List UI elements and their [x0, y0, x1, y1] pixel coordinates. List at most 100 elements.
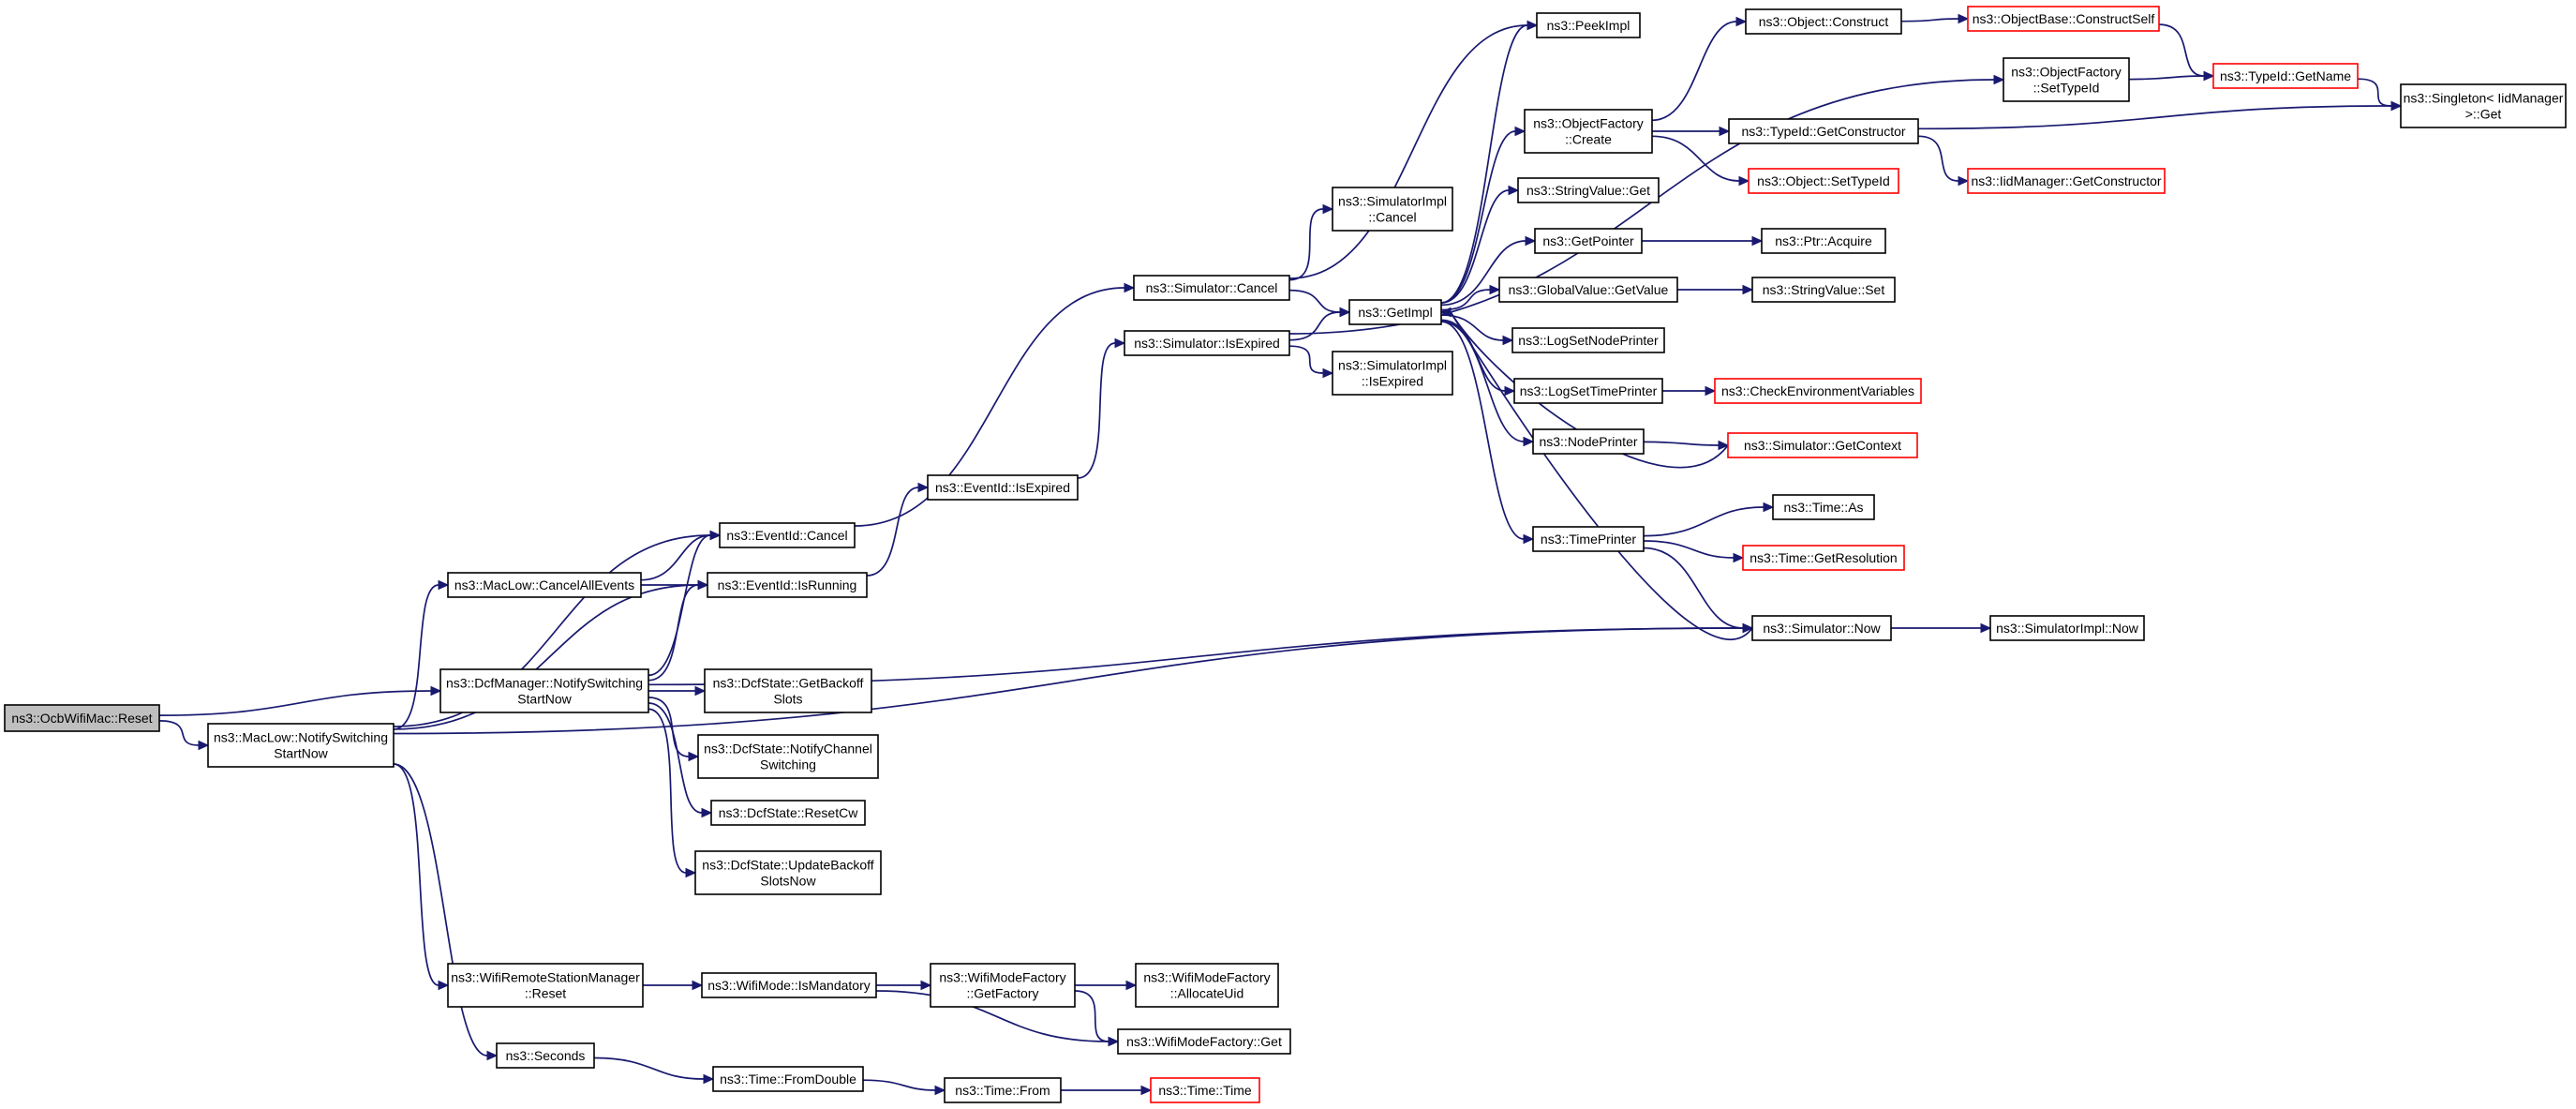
node-eidRunning[interactable]: ns3::EventId::IsRunning	[707, 572, 868, 598]
node-typeIdGetCtor[interactable]: ns3::TypeId::GetConstructor	[1728, 118, 1919, 144]
node-wmfGetFactory[interactable]: ns3::WifiModeFactory::GetFactory	[930, 963, 1076, 1008]
edge-simIsExpired-to-getImpl	[1288, 307, 1351, 341]
node-fromDouble[interactable]: ns3::Time::FromDouble	[712, 1066, 864, 1092]
node-stringValueSet[interactable]: ns3::StringValue::Set	[1751, 277, 1896, 303]
arrowhead	[920, 980, 932, 991]
node-cancelAll[interactable]: ns3::MacLow::CancelAllEvents	[447, 572, 642, 598]
node-eidExpired[interactable]: ns3::EventId::IsExpired	[927, 474, 1079, 501]
node-seconds[interactable]: ns3::Seconds	[496, 1042, 595, 1069]
node-label: ns3::DcfState::ResetCw	[719, 805, 859, 820]
node-ofCreate[interactable]: ns3::ObjectFactory::Create	[1524, 109, 1653, 154]
node-label: ns3::SimulatorImpl	[1338, 194, 1447, 209]
node-ofSetTypeId[interactable]: ns3::ObjectFactory::SetTypeId	[2003, 57, 2130, 102]
arrowhead	[1525, 235, 1537, 247]
edge-eidRunning-to-eidExpired	[866, 482, 930, 577]
node-root[interactable]: ns3::OcbWifiMac::Reset	[4, 704, 160, 732]
node-box	[447, 963, 644, 1008]
node-nodePrinter[interactable]: ns3::NodePrinter	[1532, 428, 1645, 455]
node-timeFrom[interactable]: ns3::Time::From	[944, 1077, 1062, 1103]
node-box	[701, 972, 877, 998]
arrowhead	[1738, 175, 1750, 187]
node-label: ns3::TypeId::GetConstructor	[1741, 124, 1905, 139]
node-wmfAlloc[interactable]: ns3::WifiModeFactory::AllocateUid	[1135, 963, 1279, 1008]
node-logSetNode[interactable]: ns3::LogSetNodePrinter	[1511, 327, 1665, 353]
node-box	[1124, 330, 1290, 356]
node-objSetTypeId[interactable]: ns3::Object::SetTypeId	[1748, 168, 1899, 194]
node-globalValueGet[interactable]: ns3::GlobalValue::GetValue	[1498, 277, 1678, 303]
edge-ofCreate-to-objSetTypeId	[1651, 135, 1750, 187]
edge-dcfNotify-to-eidRunning	[648, 579, 709, 682]
arrowhead	[438, 579, 450, 591]
node-wmfGet[interactable]: ns3::WifiModeFactory::Get	[1117, 1028, 1291, 1055]
node-box	[2003, 57, 2130, 102]
node-checkEnv[interactable]: ns3::CheckEnvironmentVariables	[1714, 378, 1922, 404]
node-timeGetRes[interactable]: ns3::Time::GetResolution	[1742, 545, 1905, 571]
node-simImplCancel[interactable]: ns3::SimulatorImpl::Cancel	[1332, 187, 1453, 232]
edge-dcfNotify-to-notifyChan	[648, 697, 700, 762]
node-resetCw[interactable]: ns3::DcfState::ResetCw	[710, 800, 866, 826]
node-box	[207, 723, 395, 768]
edge-seconds-to-fromDouble	[593, 1057, 715, 1085]
node-stringValueGet[interactable]: ns3::StringValue::Get	[1517, 177, 1660, 203]
node-label: ns3::MacLow::NotifySwitching	[214, 730, 388, 745]
node-label: ns3::ObjectFactory	[1533, 116, 1644, 131]
node-box	[927, 474, 1079, 501]
node-box	[944, 1077, 1062, 1103]
edge-globalValueGet-to-stringValueSet	[1677, 284, 1754, 295]
node-simCancel[interactable]: ns3::Simulator::Cancel	[1133, 275, 1290, 301]
node-simGetContext[interactable]: ns3::Simulator::GetContext	[1727, 432, 1918, 458]
node-isMandatory[interactable]: ns3::WifiMode::IsMandatory	[701, 972, 877, 998]
arrowhead	[701, 807, 713, 818]
node-label: ns3::Simulator::IsExpired	[1134, 336, 1280, 351]
node-getImpl[interactable]: ns3::GetImpl	[1348, 299, 1442, 325]
arrowhead	[1742, 622, 1754, 634]
node-simIsExpired[interactable]: ns3::Simulator::IsExpired	[1124, 330, 1290, 356]
node-ptrAcquire[interactable]: ns3::Ptr::Acquire	[1761, 228, 1886, 254]
edge-root-to-macNotify	[158, 720, 210, 751]
node-objBaseConstructSelf[interactable]: ns3::ObjectBase::ConstructSelf	[1967, 6, 2160, 32]
edge-timeFrom-to-timeTime	[1061, 1085, 1153, 1096]
arrowhead	[688, 751, 700, 762]
node-simImplIsExpired[interactable]: ns3::SimulatorImpl::IsExpired	[1332, 351, 1453, 396]
node-box	[1332, 351, 1453, 396]
node-simImplNow[interactable]: ns3::SimulatorImpl::Now	[1989, 615, 2145, 641]
node-box	[1133, 275, 1290, 301]
edge-macNotify-to-seconds	[393, 763, 499, 1061]
node-getPointer[interactable]: ns3::GetPointer	[1534, 228, 1643, 254]
arrowhead	[1705, 385, 1717, 397]
arrowhead	[1719, 126, 1731, 137]
node-timeTime[interactable]: ns3::Time::Time	[1150, 1077, 1260, 1103]
node-timeAs[interactable]: ns3::Time::As	[1772, 494, 1875, 520]
node-logSetTime[interactable]: ns3::LogSetTimePrinter	[1513, 378, 1663, 404]
edge-nodePrinter-to-simGetContext	[1643, 440, 1730, 451]
node-timePrinter[interactable]: ns3::TimePrinter	[1532, 526, 1645, 552]
node-label: ::Reset	[525, 986, 566, 1001]
node-objConstruct[interactable]: ns3::Object::Construct	[1745, 8, 1902, 35]
edge-getImpl-to-getPointer	[1440, 235, 1537, 307]
arrowhead	[1508, 185, 1520, 196]
node-label: ns3::SimulatorImpl::Now	[1996, 621, 2139, 636]
arrowhead	[1114, 337, 1126, 349]
node-eidCancel[interactable]: ns3::EventId::Cancel	[719, 522, 856, 548]
node-label: ns3::DcfManager::NotifySwitching	[446, 676, 643, 691]
arrowhead	[1322, 367, 1334, 379]
node-label: ns3::Singleton< IidManager	[2404, 91, 2564, 106]
node-simNow[interactable]: ns3::Simulator::Now	[1751, 615, 1892, 641]
arrowhead	[692, 980, 704, 991]
node-typeIdGetName[interactable]: ns3::TypeId::GetName	[2212, 63, 2359, 89]
node-wrsmReset[interactable]: ns3::WifiRemoteStationManager::Reset	[447, 963, 644, 1008]
node-box	[1524, 109, 1653, 154]
arrowhead	[1718, 440, 1730, 451]
node-singletonGet[interactable]: ns3::Singleton< IidManager>::Get	[2400, 83, 2567, 128]
node-box	[707, 572, 868, 598]
node-peekImpl[interactable]: ns3::PeekImpl	[1536, 12, 1641, 38]
edge-ofCreate-to-objConstruct	[1651, 16, 1748, 122]
arrowhead	[1439, 307, 1452, 318]
node-iidGetCtor[interactable]: ns3::IidManager::GetConstructor	[1967, 168, 2166, 194]
